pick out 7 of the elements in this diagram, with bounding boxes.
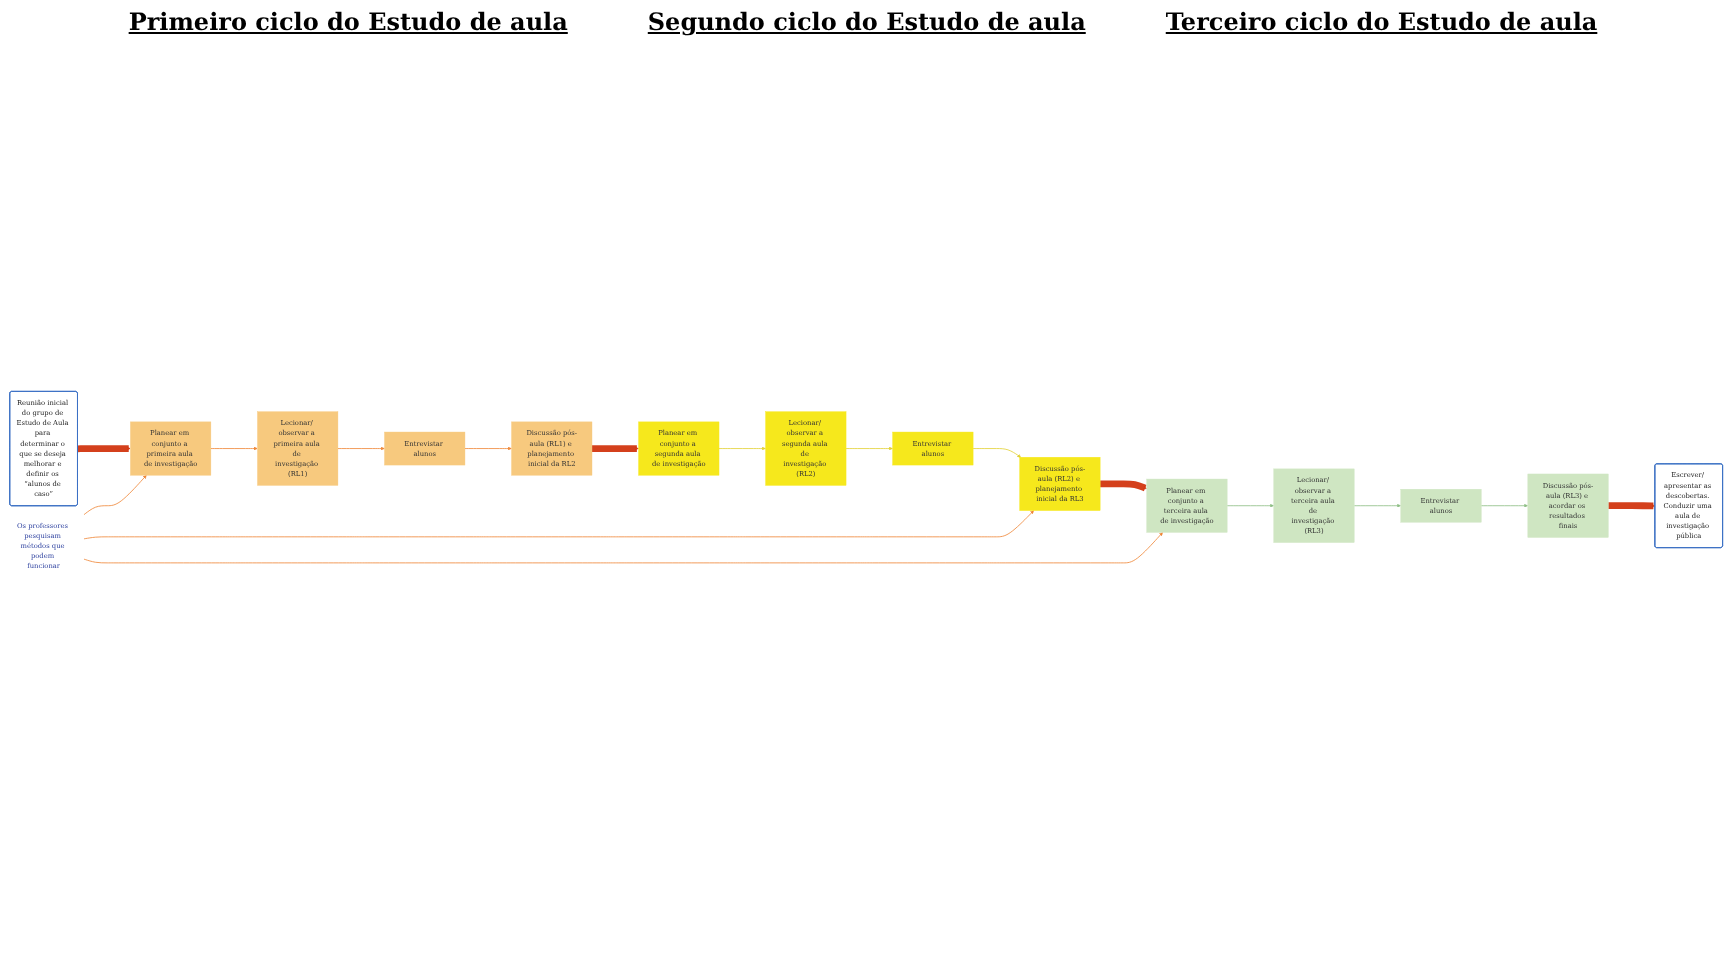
arrow (77, 444, 131, 452)
arrow (1098, 479, 1147, 491)
cycle-heading: Terceiro ciclo do Estudo de aula (1165, 8, 1598, 36)
cycle-heading: Segundo ciclo do Estudo de aula (647, 8, 1086, 36)
arrow (1606, 501, 1656, 509)
cycle-heading: Primeiro ciclo do Estudo de aula (128, 8, 568, 36)
arrow (590, 444, 639, 452)
